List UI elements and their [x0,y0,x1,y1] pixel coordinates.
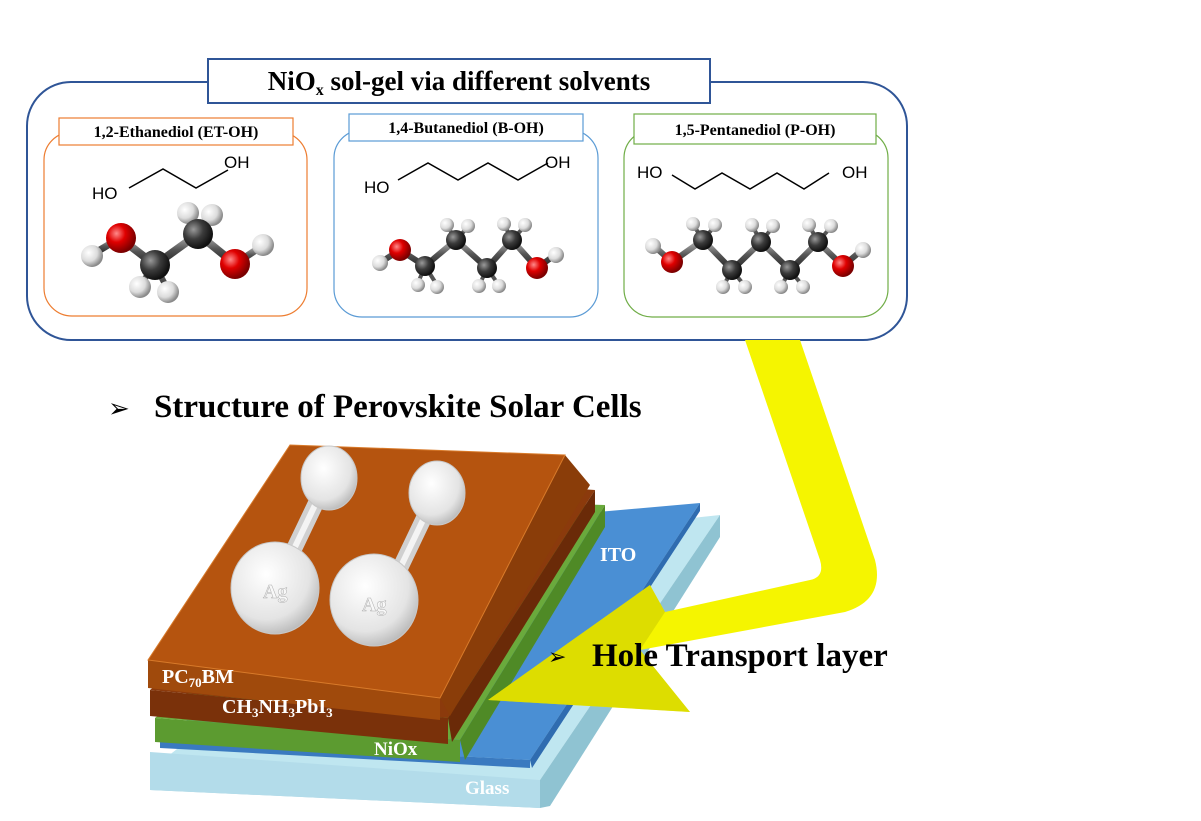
solvent-label-pentanediol: 1,5-Pentanediol (P-OH) [675,122,836,139]
oh-label-1: OH [224,153,250,172]
skeletal-formula-pentanediol [671,172,830,190]
ito-label: ITO [600,544,636,566]
ho-label-1: HO [92,184,118,203]
oh-label-2: OH [545,153,571,172]
solvent-label-butanediol: 1,4-Butanediol (B-OH) [388,120,544,137]
glass-label: Glass [465,778,509,799]
perovskite-label: CH3NH3PbI3 [222,696,333,720]
panel-title: NiOx sol-gel via different solvents [268,66,650,99]
htl-label: Hole Transport layer [592,638,888,674]
pcbm-label: PC70BM [162,666,234,690]
panel-title-box [207,58,711,104]
solvent-label-ethanediol: 1,2-Ethanediol (ET-OH) [94,124,259,141]
htl-bullet: ➢ [548,645,566,670]
ball-stick-model-ethanediol [81,202,274,303]
solvent-card-butanediol: 1,4-Butanediol (B-OH) HO OH [333,113,599,318]
skeletal-formula-ethanediol [128,168,229,189]
ho-label-2: HO [364,178,390,197]
ball-stick-model-pentanediol [645,217,871,294]
solvent-card-ethanediol: 1,2-Ethanediol (ET-OH) HO OH [43,117,308,317]
solvent-card-pentanediol: 1,5-Pentanediol (P-OH) HO OH [623,113,889,318]
niox-label: NiOx [374,739,418,760]
ag-electrode-2: Ag [329,460,466,647]
ball-stick-model-butanediol [372,217,564,294]
ag-label-2: Ag [362,594,386,616]
structure-heading: Structure of Perovskite Solar Cells [154,389,642,425]
oh-label-3: OH [842,163,868,182]
heading-bullet: ➢ [108,394,130,424]
htl-arrow [488,340,877,712]
ag-label-1: Ag [263,581,287,603]
ho-label-3: HO [637,163,663,182]
ag-electrode-1: Ag [230,445,358,635]
skeletal-formula-butanediol [397,162,549,181]
